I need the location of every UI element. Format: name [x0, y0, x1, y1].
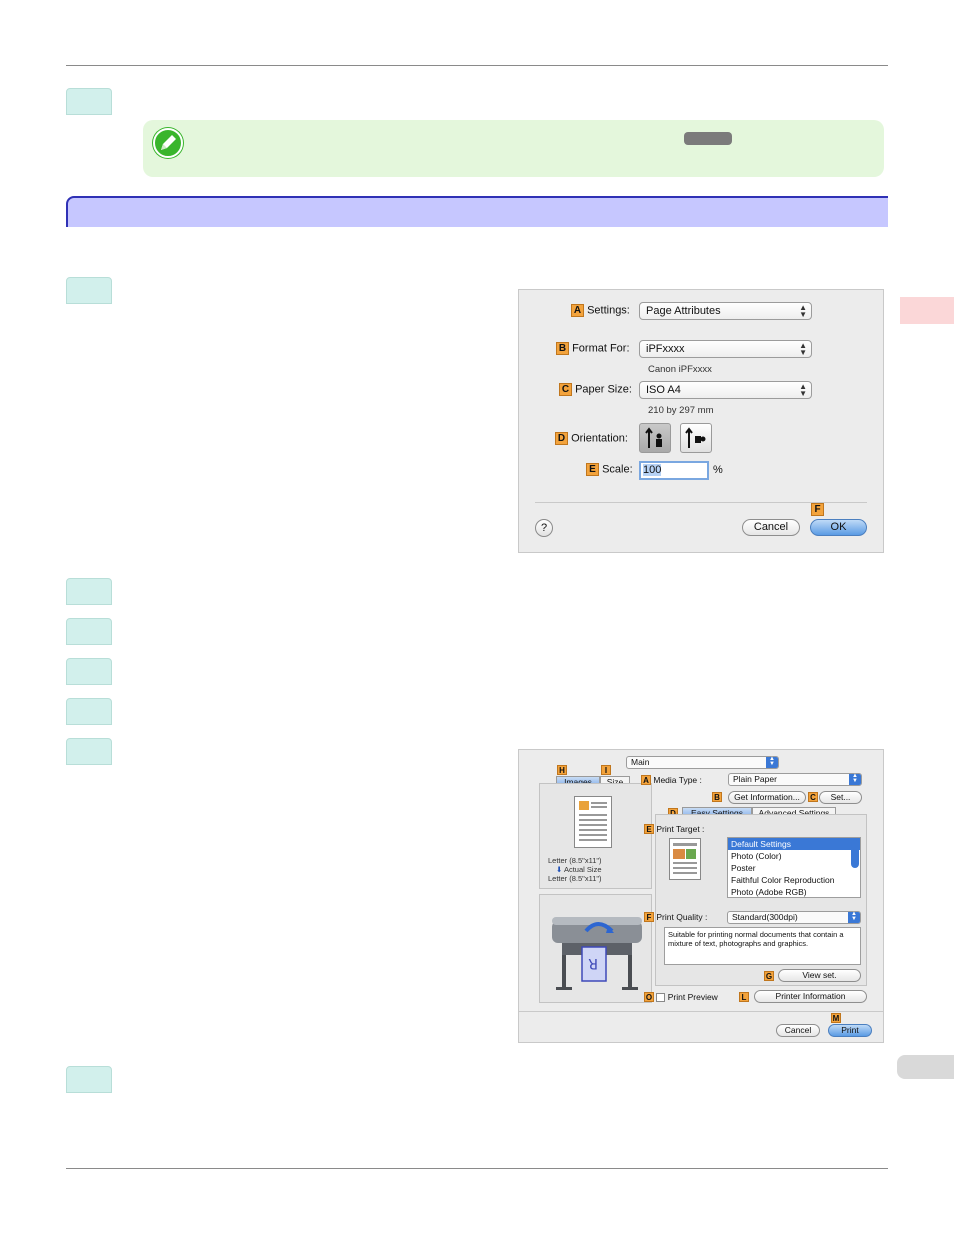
- key-glyph: [684, 132, 732, 145]
- print-quality-label: F Print Quality :: [644, 912, 707, 922]
- size-to: Letter (8.5"x11"): [548, 874, 602, 883]
- format-for-popup[interactable]: iPFxxxx▲▼: [639, 340, 812, 358]
- print-preview-checkbox[interactable]: [656, 993, 666, 1003]
- get-information-button[interactable]: Get Information...: [728, 791, 806, 804]
- print-dialog: Main▲▼ H H I Images Size Letter (8.5"x11…: [518, 749, 884, 1043]
- paper-size-popup[interactable]: ISO A4▲▼: [639, 381, 812, 399]
- view-set-button[interactable]: View set.: [778, 969, 861, 982]
- paper-size-label: C Paper Size:: [559, 383, 632, 396]
- down-arrow-icon: ⬇: [556, 865, 563, 874]
- scale-input[interactable]: 100: [639, 461, 709, 480]
- pencil-note-icon: [153, 128, 183, 158]
- svg-text:R: R: [588, 955, 598, 971]
- page-thumbnail-icon: [574, 796, 612, 848]
- divider: [535, 502, 867, 503]
- print-preview-label: O Print Preview: [644, 992, 718, 1003]
- set-button[interactable]: Set...: [819, 791, 862, 804]
- print-target-label: E Print Target :: [644, 824, 704, 834]
- chapter-tab[interactable]: [900, 297, 954, 324]
- page-setup-dialog: A Settings: Page Attributes▲▼ B Format F…: [518, 289, 884, 553]
- ok-badge: F: [811, 503, 824, 516]
- badge-h: H: [557, 765, 567, 775]
- print-button[interactable]: Print: [828, 1024, 872, 1037]
- note-box: [143, 120, 884, 177]
- popup-arrows-icon: ▲▼: [799, 303, 807, 319]
- badge-m: M: [831, 1013, 841, 1023]
- settings-label: A Settings:: [571, 304, 630, 317]
- footer-rule: [66, 1168, 888, 1169]
- popup-arrows-icon: ▲▼: [848, 911, 860, 923]
- scrollbar[interactable]: [851, 840, 859, 868]
- media-type-label: A Media Type :: [641, 775, 702, 785]
- step-marker: [66, 1066, 112, 1093]
- badge-g: G: [764, 971, 774, 981]
- format-for-sub: Canon iPFxxxx: [648, 364, 712, 375]
- step-marker: [66, 738, 112, 765]
- orientation-label: D Orientation:: [555, 432, 628, 445]
- popup-arrows-icon: ▲▼: [849, 773, 861, 785]
- step-marker: [66, 88, 112, 115]
- list-item[interactable]: Photo (Color): [731, 851, 782, 861]
- step-marker: [66, 698, 112, 725]
- size-preview-panel: Letter (8.5"x11") ⬇ Actual Size Letter (…: [539, 783, 652, 889]
- list-item[interactable]: Poster: [731, 863, 756, 873]
- list-item[interactable]: Faithful Color Reproduction: [731, 875, 835, 885]
- printer-information-button[interactable]: Printer Information: [754, 990, 867, 1003]
- list-item[interactable]: Default Settings: [728, 838, 860, 850]
- popup-arrows-icon: ▲▼: [766, 756, 778, 768]
- popup-arrows-icon: ▲▼: [799, 382, 807, 398]
- settings-popup[interactable]: Page Attributes▲▼: [639, 302, 812, 320]
- section-header-bar: [66, 196, 888, 227]
- list-item[interactable]: Photo (Adobe RGB): [731, 887, 807, 897]
- format-for-label: B Format For:: [556, 342, 630, 355]
- badge-i: I: [601, 765, 611, 775]
- media-type-popup[interactable]: Plain Paper▲▼: [728, 773, 862, 786]
- print-target-list[interactable]: Default Settings Photo (Color) Poster Fa…: [727, 837, 861, 898]
- badge-l: L: [739, 992, 749, 1002]
- description-box: Suitable for printing normal documents t…: [664, 927, 861, 965]
- help-button[interactable]: ?: [535, 519, 553, 537]
- actual-size: ⬇ Actual Size: [556, 865, 602, 874]
- main-popup[interactable]: Main▲▼: [626, 756, 779, 769]
- size-from: Letter (8.5"x11"): [548, 856, 602, 865]
- ok-button[interactable]: OK: [810, 519, 867, 536]
- landscape-orientation-icon[interactable]: [680, 423, 712, 453]
- cancel-button[interactable]: Cancel: [776, 1024, 820, 1037]
- badge-c: C: [808, 792, 818, 802]
- badge-b: B: [712, 792, 722, 802]
- step-marker: [66, 658, 112, 685]
- scale-label: E Scale:: [586, 463, 633, 476]
- scale-unit: %: [713, 464, 723, 476]
- print-quality-popup[interactable]: Standard(300dpi)▲▼: [727, 911, 861, 924]
- header-rule: [66, 65, 888, 66]
- target-thumbnail-icon: [669, 838, 701, 880]
- paper-size-sub: 210 by 297 mm: [648, 405, 714, 416]
- portrait-orientation-icon[interactable]: [639, 423, 671, 453]
- divider: [519, 1011, 883, 1012]
- printer-illustration-icon: R: [539, 894, 652, 1003]
- popup-arrows-icon: ▲▼: [799, 341, 807, 357]
- index-tab[interactable]: [897, 1055, 954, 1079]
- cancel-button[interactable]: Cancel: [742, 519, 800, 536]
- step-marker: [66, 277, 112, 304]
- step-marker: [66, 618, 112, 645]
- step-marker: [66, 578, 112, 605]
